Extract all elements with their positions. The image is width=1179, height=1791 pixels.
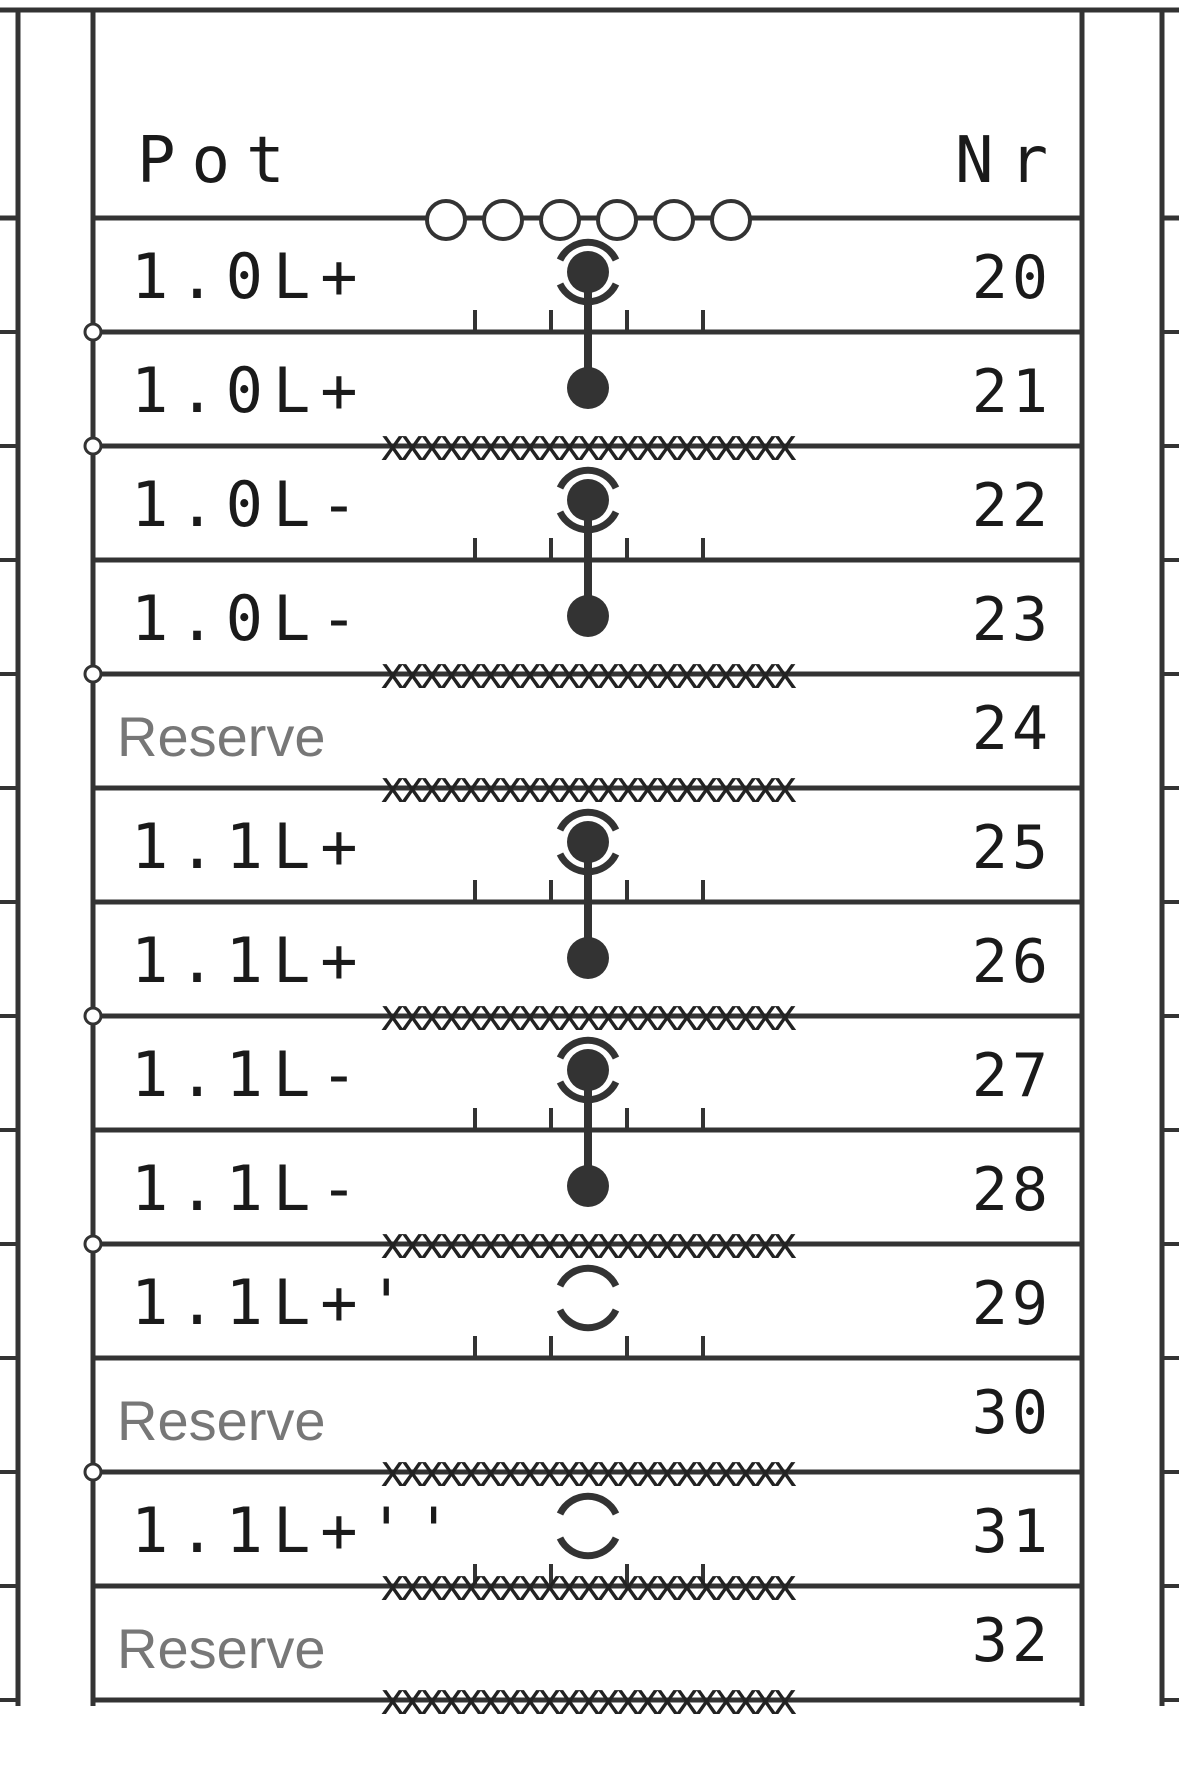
terminal-number: 23 bbox=[972, 585, 1052, 655]
pot-label: 1.1L- bbox=[131, 1038, 368, 1111]
socket-arc-bottom-icon bbox=[556, 1308, 620, 1332]
pot-label: 1.1L+ bbox=[131, 924, 368, 997]
socket-arc-top-icon bbox=[556, 238, 620, 262]
pot-label: 1.1L+'' bbox=[131, 1494, 462, 1567]
terminal-number: 26 bbox=[972, 927, 1052, 997]
bridge-dot-icon bbox=[567, 367, 609, 409]
pot-label: 1.0L- bbox=[131, 582, 368, 655]
bridge-marker-icon bbox=[83, 1234, 103, 1254]
comb-circle-icon bbox=[425, 199, 467, 241]
terminal-number: 28 bbox=[972, 1155, 1052, 1225]
comb-circle-icon bbox=[596, 199, 638, 241]
frame bbox=[0, 7, 1179, 1706]
reserve-label: Reserve bbox=[117, 705, 326, 768]
bridge-marker-icon bbox=[83, 664, 103, 684]
separator-plate: xxxxxxxxxxxxxxxxxxxxx bbox=[380, 420, 796, 471]
comb-circle-icon bbox=[710, 199, 752, 241]
comb-circle-icon bbox=[653, 199, 695, 241]
terminal-number: 29 bbox=[972, 1269, 1052, 1339]
terminal-number: 27 bbox=[972, 1041, 1052, 1111]
separator-plate: xxxxxxxxxxxxxxxxxxxxx bbox=[380, 648, 796, 699]
terminal-number: 22 bbox=[972, 471, 1052, 541]
pot-label: 1.1L+ bbox=[131, 810, 368, 883]
pot-label: 1.0L+ bbox=[131, 354, 368, 427]
terminal-number: 25 bbox=[972, 813, 1052, 883]
bridge-marker-icon bbox=[83, 1006, 103, 1026]
pot-label: 1.0L+ bbox=[131, 240, 368, 313]
socket-arc-top-icon bbox=[556, 466, 620, 490]
socket-arc-top-icon bbox=[556, 1264, 620, 1288]
bridge-marker-icon bbox=[83, 322, 103, 342]
header-nr-label: Nr bbox=[955, 124, 1064, 198]
terminal-number: 32 bbox=[972, 1606, 1052, 1676]
terminal-number: 31 bbox=[972, 1497, 1052, 1567]
socket-arc-bottom-icon bbox=[556, 1536, 620, 1560]
reserve-label: Reserve bbox=[117, 1389, 326, 1452]
separator-plate: xxxxxxxxxxxxxxxxxxxxx bbox=[380, 1446, 796, 1497]
pot-label: 1.0L- bbox=[131, 468, 368, 541]
bridge-dot-icon bbox=[567, 595, 609, 637]
bridge-dot-icon bbox=[567, 1165, 609, 1207]
jumper-comb-symbol bbox=[425, 199, 752, 241]
bridge-marker-icon bbox=[83, 436, 103, 456]
comb-circle-icon bbox=[482, 199, 524, 241]
terminal-number: 20 bbox=[972, 243, 1052, 313]
comb-circle-icon bbox=[539, 199, 581, 241]
bridge-dot-icon bbox=[567, 937, 609, 979]
terminal-number: 24 bbox=[972, 694, 1052, 764]
pot-label: 1.1L- bbox=[131, 1152, 368, 1225]
bridge-marker-icon bbox=[83, 1462, 103, 1482]
header-pot-label: Pot bbox=[137, 124, 301, 198]
separator-plate: xxxxxxxxxxxxxxxxxxxxx bbox=[380, 1218, 796, 1269]
socket-arc-top-icon bbox=[556, 1036, 620, 1060]
socket-arc-top-icon bbox=[556, 808, 620, 832]
terminal-number: 30 bbox=[972, 1378, 1052, 1448]
separator-plate: xxxxxxxxxxxxxxxxxxxxx bbox=[380, 1674, 796, 1725]
reserve-label: Reserve bbox=[117, 1617, 326, 1680]
terminal-number: 21 bbox=[972, 357, 1052, 427]
separator-plate: xxxxxxxxxxxxxxxxxxxxx bbox=[380, 762, 796, 813]
separator-plate: xxxxxxxxxxxxxxxxxxxxx bbox=[380, 990, 796, 1041]
pot-label: 1.1L+' bbox=[131, 1266, 415, 1339]
separator-plate: xxxxxxxxxxxxxxxxxxxxx bbox=[380, 1560, 796, 1611]
socket-arc-top-icon bbox=[556, 1492, 620, 1516]
